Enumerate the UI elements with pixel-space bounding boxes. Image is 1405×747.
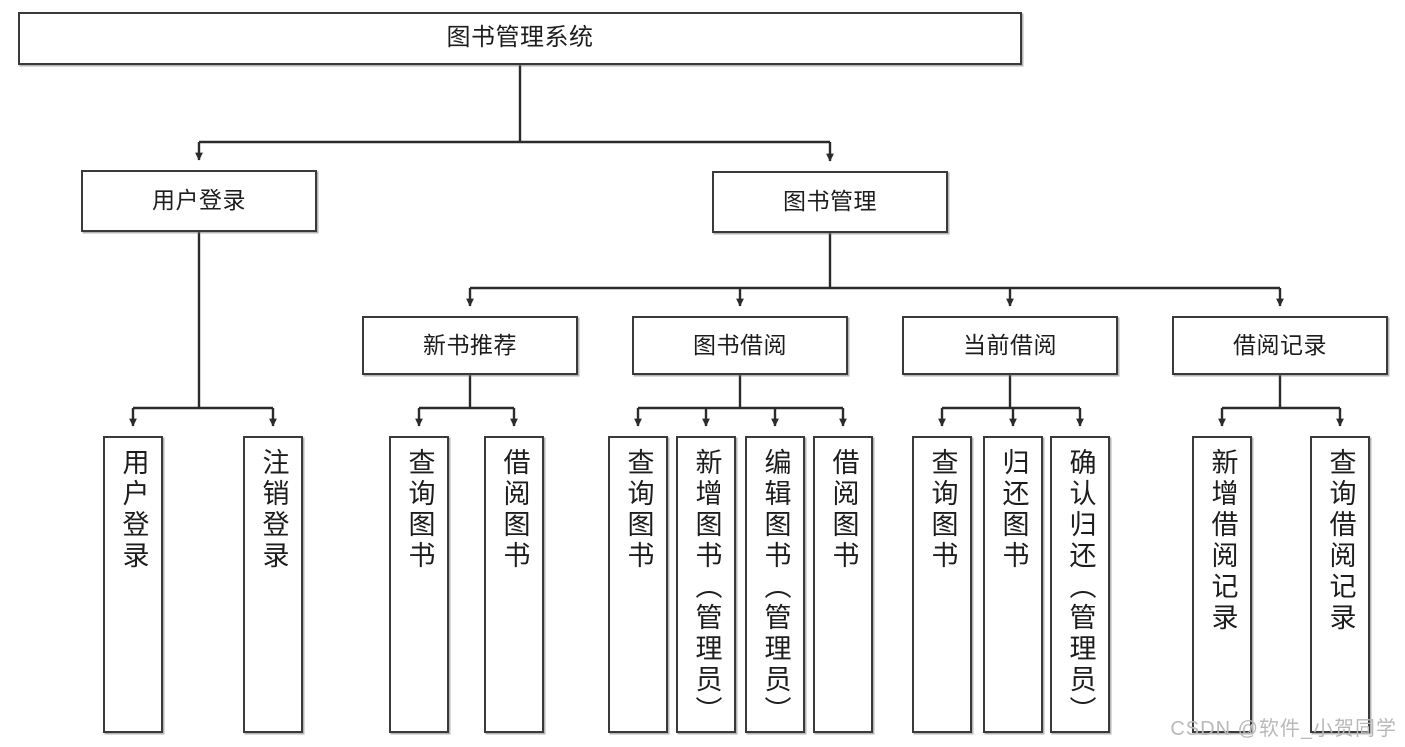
node-label: 确认归还（管理员） bbox=[1065, 448, 1096, 727]
node-label: 用户登录 bbox=[118, 448, 149, 572]
leaf-user-login[interactable]: 用户登录 bbox=[103, 436, 163, 733]
leaf-confirm-return[interactable]: 确认归还（管理员） bbox=[1050, 436, 1110, 733]
node-label: 图书借阅 bbox=[693, 331, 787, 358]
node-label: 查询借阅记录 bbox=[1325, 448, 1356, 634]
leaf-borrow-book-1[interactable]: 借阅图书 bbox=[484, 436, 544, 733]
node-label: 归还图书 bbox=[998, 448, 1029, 572]
node-label: 借阅记录 bbox=[1233, 331, 1327, 358]
node-current-borrow[interactable]: 当前借阅 bbox=[902, 316, 1118, 375]
leaf-edit-book[interactable]: 编辑图书（管理员） bbox=[745, 436, 805, 733]
leaf-query-book-1[interactable]: 查询图书 bbox=[389, 436, 449, 733]
leaf-query-borrow-record[interactable]: 查询借阅记录 bbox=[1310, 436, 1370, 733]
leaf-return-book[interactable]: 归还图书 bbox=[983, 436, 1043, 733]
node-root-system[interactable]: 图书管理系统 bbox=[18, 12, 1022, 65]
node-label: 注销登录 bbox=[258, 448, 289, 572]
node-label: 新增借阅记录 bbox=[1207, 448, 1238, 634]
node-label: 借阅图书 bbox=[499, 448, 530, 572]
node-label: 新增图书（管理员） bbox=[691, 448, 722, 727]
node-label: 编辑图书（管理员） bbox=[760, 448, 791, 727]
leaf-query-book-2[interactable]: 查询图书 bbox=[608, 436, 668, 733]
node-label: 新书推荐 bbox=[423, 331, 517, 358]
leaf-borrow-book-2[interactable]: 借阅图书 bbox=[813, 436, 873, 733]
node-label: 当前借阅 bbox=[963, 331, 1057, 358]
csdn-watermark: CSDN @软件_小贺同学 bbox=[1170, 718, 1397, 740]
node-book-borrow[interactable]: 图书借阅 bbox=[632, 316, 848, 375]
node-label: 查询图书 bbox=[927, 448, 958, 572]
leaf-add-book[interactable]: 新增图书（管理员） bbox=[676, 436, 736, 733]
node-borrow-record[interactable]: 借阅记录 bbox=[1172, 316, 1388, 375]
node-book-manage[interactable]: 图书管理 bbox=[712, 171, 948, 233]
node-label: 图书管理系统 bbox=[446, 24, 594, 52]
node-label: 借阅图书 bbox=[828, 448, 859, 572]
node-label: 图书管理 bbox=[783, 188, 877, 215]
node-user-login[interactable]: 用户登录 bbox=[81, 170, 317, 232]
node-label: 查询图书 bbox=[623, 448, 654, 572]
node-new-book-recommend[interactable]: 新书推荐 bbox=[362, 316, 578, 375]
node-label: 用户登录 bbox=[152, 187, 246, 214]
leaf-add-borrow-record[interactable]: 新增借阅记录 bbox=[1192, 436, 1252, 733]
leaf-user-logout[interactable]: 注销登录 bbox=[243, 436, 303, 733]
leaf-query-book-3[interactable]: 查询图书 bbox=[912, 436, 972, 733]
node-label: 查询图书 bbox=[404, 448, 435, 572]
